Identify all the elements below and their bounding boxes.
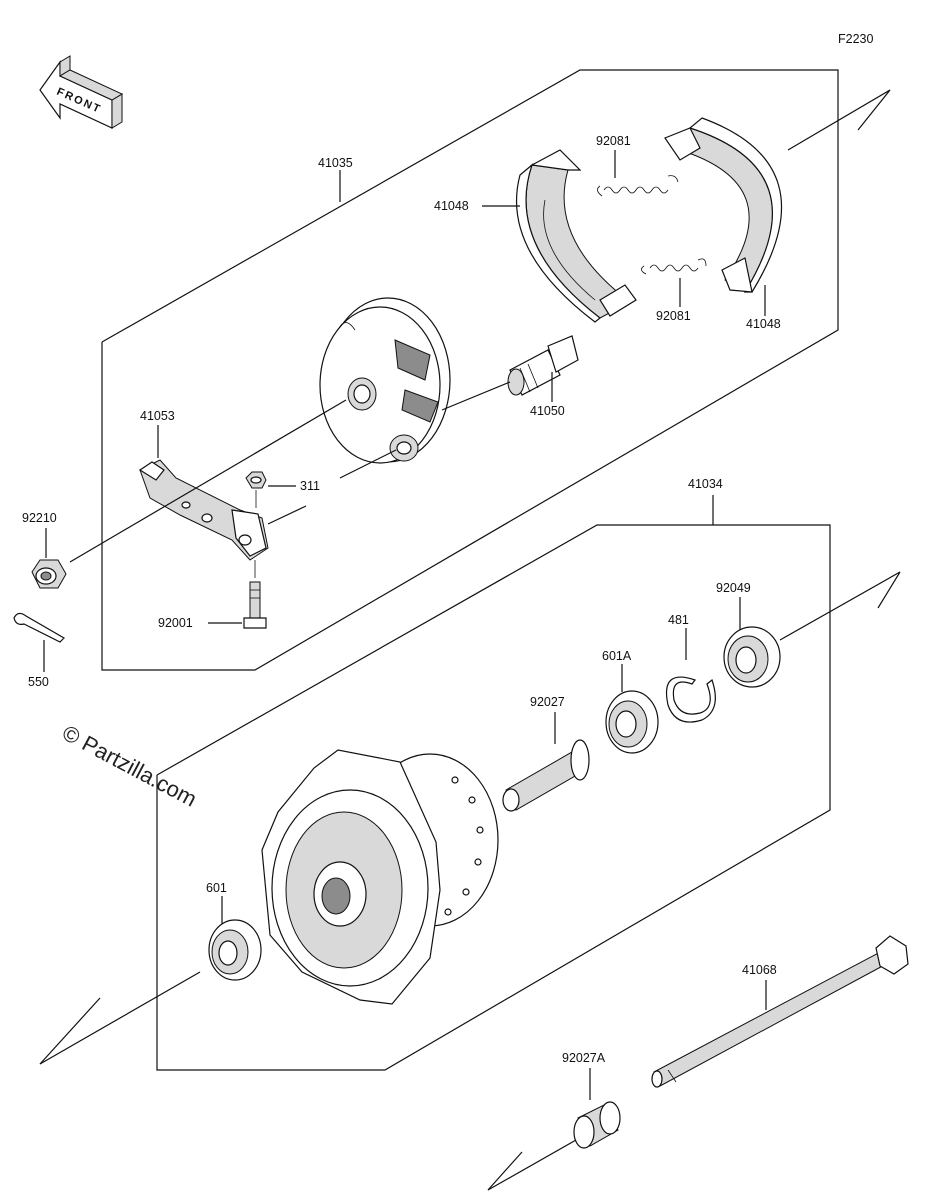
label-41048-right: 41048 — [746, 317, 781, 331]
cotter-pin-550 — [13, 612, 65, 643]
label-41053: 41053 — [140, 409, 175, 423]
front-arrow-icon: FRONT — [39, 55, 124, 129]
label-550: 550 — [28, 675, 49, 689]
bearing-601a — [605, 690, 659, 754]
label-92081-lower: 92081 — [656, 309, 691, 323]
label-92081-upper: 92081 — [596, 134, 631, 148]
spacer-92027 — [502, 739, 590, 812]
label-311: 311 — [300, 479, 320, 493]
bearing-601 — [208, 919, 262, 981]
label-41034: 41034 — [688, 477, 723, 491]
label-92027: 92027 — [530, 695, 565, 709]
figure-code: F2230 — [838, 32, 873, 46]
label-41050: 41050 — [530, 404, 565, 418]
brake-shoe-left — [516, 149, 637, 323]
nut-311 — [245, 471, 267, 489]
brake-panel — [319, 297, 451, 464]
spring-upper — [597, 175, 679, 197]
axle-41068 — [651, 935, 909, 1088]
bolt-92001 — [243, 581, 267, 629]
label-601: 601 — [206, 881, 227, 895]
nut-92210 — [31, 559, 67, 589]
brake-shoe-right — [664, 117, 783, 293]
label-92001: 92001 — [158, 616, 193, 630]
spring-lower — [641, 258, 707, 275]
label-92049: 92049 — [716, 581, 751, 595]
label-601a: 601A — [602, 649, 632, 663]
label-92210: 92210 — [22, 511, 57, 525]
wheel-hub — [261, 749, 499, 1005]
label-481: 481 — [668, 613, 689, 627]
hub-assembly-frame — [39, 495, 901, 1071]
brake-cam-lever — [138, 459, 269, 561]
spacer-92027a — [573, 1101, 621, 1149]
oil-seal-92049 — [723, 626, 781, 688]
circlip-481 — [666, 676, 716, 723]
label-92027a: 92027A — [562, 1051, 606, 1065]
label-41035: 41035 — [318, 156, 353, 170]
label-41048-left: 41048 — [434, 199, 469, 213]
brake-panel-assembly-frame — [101, 69, 891, 671]
brake-cam-shaft — [507, 335, 579, 396]
label-41068: 41068 — [742, 963, 777, 977]
